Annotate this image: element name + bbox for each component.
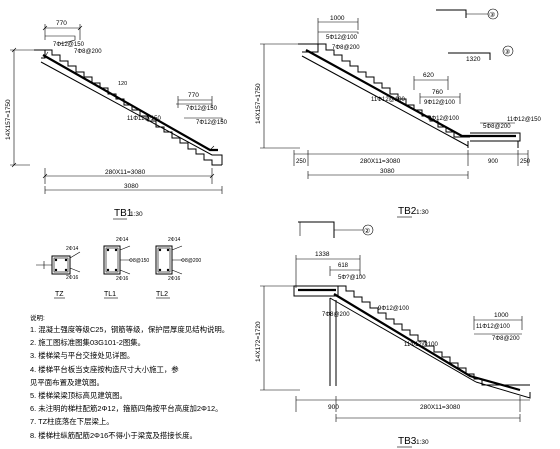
tb3-callout: ②: [364, 227, 370, 235]
tb1-rebar-r2: 7Φ8@200: [74, 49, 102, 55]
tb3-rebar-r4: 9Φ12@100: [378, 306, 410, 312]
section-label-tl2: TL2: [156, 291, 168, 298]
tb3-rebar-r6: 11Φ12@100: [476, 324, 510, 330]
section-details: 2Φ14 2Φ16 TZ 2Φ14 Φ8@150 2Φ16 TL1 2Φ14 Φ…: [36, 237, 201, 299]
note-item: 6. 未注明的梯柱配筋2Φ12，箍筋四角按平台高度加2Φ12。: [30, 404, 223, 414]
tb2-rebar-r2: 7Φ8@200: [332, 45, 360, 51]
tb3-section: ② 1338 618 5Φ?@100 7Φ8@200 9Φ12@100 11Φ1…: [255, 221, 531, 448]
tb3-rebar-r5: 7Φ8@200: [492, 336, 520, 342]
tb2-dim-760: 760: [432, 89, 443, 96]
tb3-dim-618: 618: [338, 263, 349, 269]
tb1-title: TB1: [114, 208, 133, 219]
tb2-dim-1320: 1320: [466, 56, 481, 63]
tb2-dim-top: 1000: [330, 15, 345, 22]
note-item: 5. 楼梯梁梁顶标高见建筑图。: [30, 390, 127, 400]
tb1-section: 770 7Φ12@150 7Φ8@200 120 770 7Φ12@150 7Φ…: [5, 20, 228, 220]
tb1-rebar-r3: 7Φ12@150: [186, 106, 218, 112]
tb3-rebar-r3: 11Φ12@100: [404, 342, 438, 348]
tb1-rebar-r5: 120: [118, 81, 127, 87]
tb1-rebar-r4-right: 7Φ12@150: [196, 120, 228, 126]
tb3-dim-left: 900: [328, 404, 339, 411]
tb1-dim-span: 280X11=3080: [105, 169, 146, 176]
tb2-rebar-r6: 5Φ8@200: [483, 124, 511, 130]
tb3-title: TB3: [398, 436, 417, 447]
tb2-scale: 1:30: [416, 209, 429, 216]
tb3-dim-top: 1338: [315, 251, 330, 258]
tb2-dim-span: 280X11=3080: [360, 158, 401, 165]
tb3-rebar-r2: 7Φ8@200: [322, 312, 350, 318]
tz-rebar-c: 2Φ16: [66, 275, 79, 281]
tb2-dim-right2: 250: [520, 159, 531, 165]
section-label-tz: TZ: [55, 291, 64, 298]
tl2-rebar-b: Φ8@200: [181, 258, 201, 264]
tz-rebar-a: 2Φ14: [66, 246, 79, 252]
tl2-rebar-a: 2Φ14: [168, 237, 181, 243]
tb1-dim-total: 3080: [124, 183, 139, 190]
note-item: 1. 混凝土强度等级C25，钢筋等级，保护层厚度见结构说明。: [30, 325, 230, 334]
design-notes: 说明: 1. 混凝土强度等级C25，钢筋等级，保护层厚度见结构说明。 2. 施工…: [30, 312, 280, 443]
tb2-dim-height: 14X157=1750: [255, 83, 262, 124]
tl2-rebar-c: 2Φ16: [168, 276, 181, 282]
tb1-scale: 1:30: [130, 211, 143, 218]
tb2-dim-left: 250: [296, 159, 307, 165]
tb2-rebar-r1: 5Φ12@100: [326, 35, 358, 41]
tb2-dim-right: 900: [488, 159, 499, 165]
tb2-rebar-r4b: 9Φ12@100: [428, 116, 460, 122]
note-item: 8. 楼梯柱纵筋配筋2Φ16不得小于梁宽及搭接长度。: [30, 430, 197, 440]
section-label-tl1: TL1: [104, 291, 116, 298]
tb2-dim-total: 3080: [380, 168, 395, 175]
tb2-dim-620: 620: [423, 72, 434, 79]
tb2-section: ③ ③ 1320 1000 5Φ12@100 7Φ8@200 11Φ12@100…: [255, 8, 541, 218]
note-item: 4. 楼梯平台板当支座按构造尺寸大小施工，参: [30, 364, 179, 374]
tl1-rebar-b: Φ8@150: [129, 258, 149, 264]
note-item: 3. 楼梯梁与平台交接处见详图。: [30, 351, 135, 361]
note-item: 见平面布置及建筑图。: [30, 377, 104, 387]
tb2-title: TB2: [398, 206, 417, 217]
note-item: 2. 施工图标准图集03G101-2图集。: [30, 338, 145, 348]
tb3-dim-height: 14X172=1720: [255, 321, 262, 362]
tb3-rebar-r1: 5Φ?@100: [338, 275, 366, 281]
tl1-rebar-a: 2Φ14: [116, 237, 129, 243]
tb2-rebar-r4: 9Φ12@100: [424, 100, 456, 106]
tb3-dim-right: 1000: [494, 312, 509, 319]
tb1-rebar-r1: 7Φ12@150: [53, 42, 85, 48]
tb1-dim-top: 770: [56, 20, 67, 27]
tb2-callout-1: ③: [489, 11, 495, 19]
tb2-rebar-r3: 11Φ12@100: [371, 97, 405, 103]
tb3-dim-span: 280X11=3080: [420, 404, 461, 411]
tb3-scale: 1:30: [416, 439, 429, 446]
note-item: 7. TZ柱底落在下层梁上。: [30, 417, 114, 427]
notes-header: 说明:: [30, 315, 45, 322]
tb2-rebar-r5: 11Φ12@150: [507, 117, 541, 123]
tb1-dim-height: 14X157=1750: [5, 99, 12, 140]
tl1-rebar-c: 2Φ16: [116, 276, 129, 282]
tb1-dim-right: 770: [188, 92, 199, 99]
tb2-callout-2: ③: [504, 48, 510, 56]
tb1-rebar-r4: 11Φ12@150: [127, 116, 161, 122]
